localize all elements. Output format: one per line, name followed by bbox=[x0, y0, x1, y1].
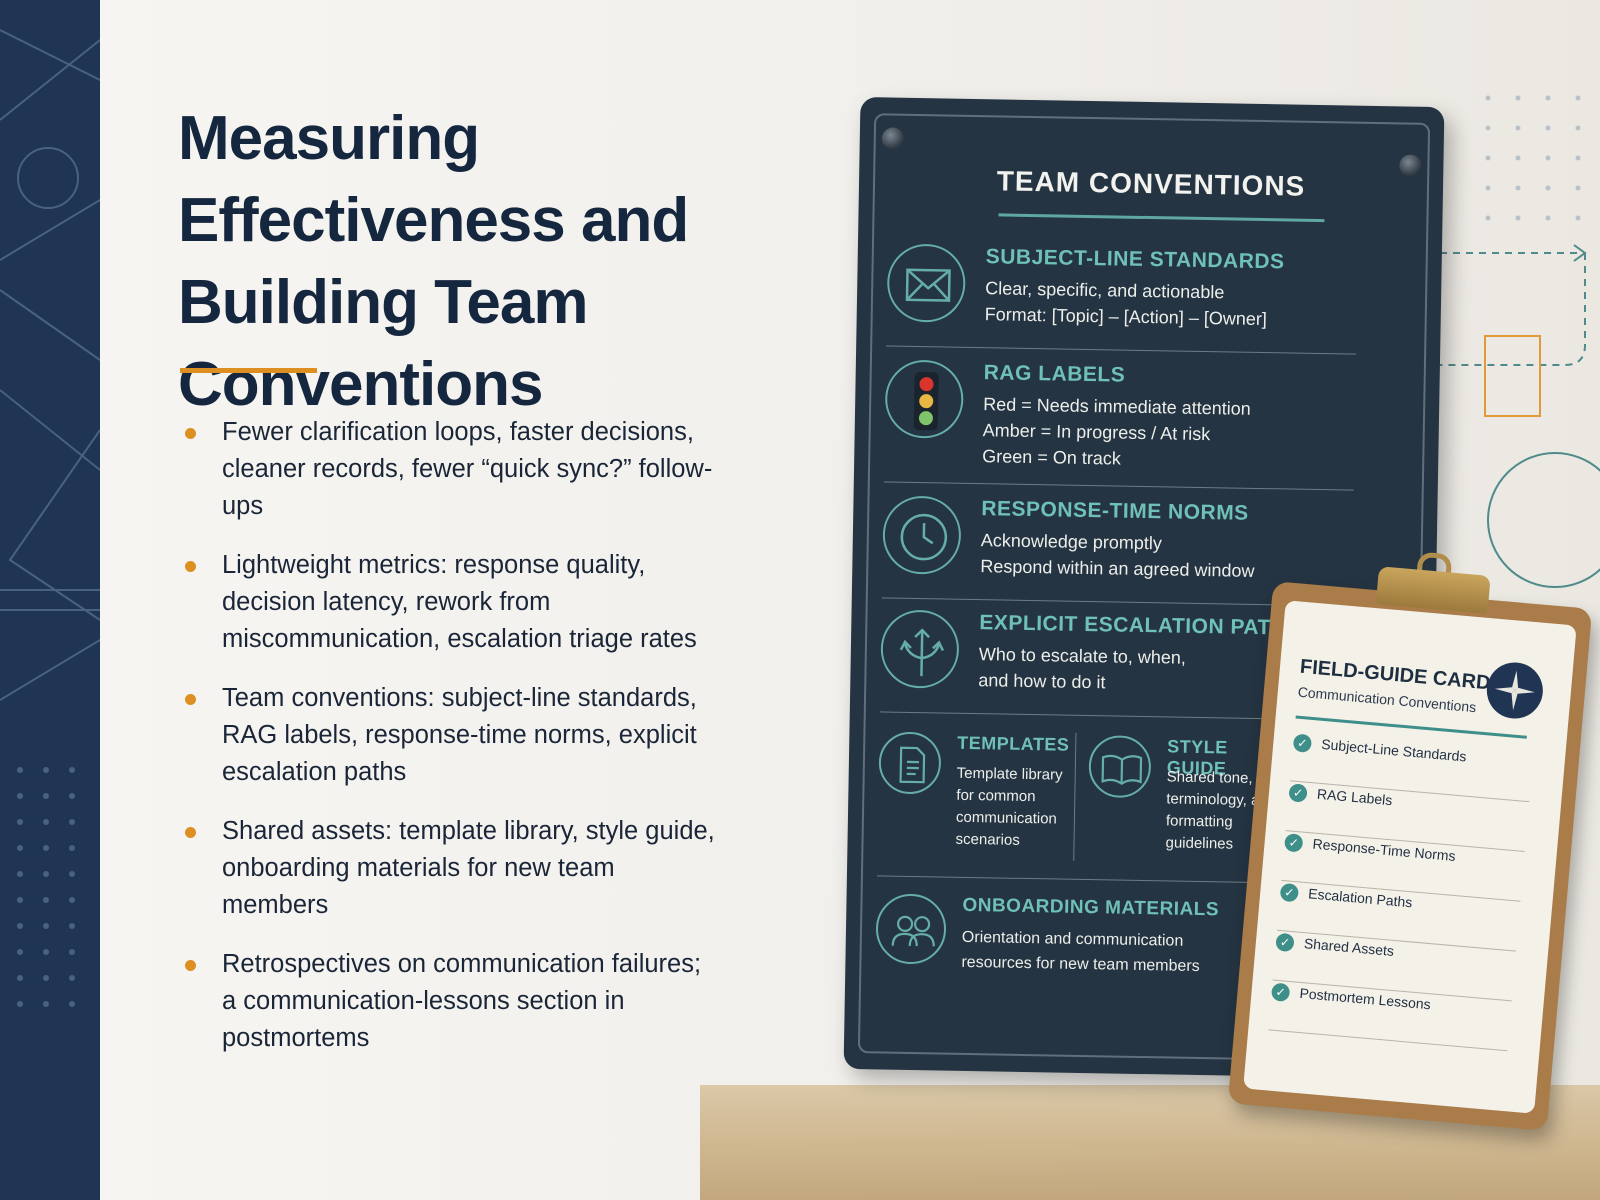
section-line: Template library bbox=[956, 764, 1063, 784]
bullet-dot-icon bbox=[185, 694, 196, 705]
section-heading: RAG LABELS bbox=[983, 361, 1126, 387]
bullet-dot-icon bbox=[185, 428, 196, 439]
section-heading: ONBOARDING MATERIALS bbox=[962, 894, 1220, 921]
board-section-escalation: EXPLICIT ESCALATION PATHS Who to escalat… bbox=[880, 609, 1352, 709]
check-icon: ✓ bbox=[1283, 833, 1304, 853]
bullet-item: Fewer clarification loops, faster decisi… bbox=[180, 414, 720, 525]
bullet-text: Fewer clarification loops, faster decisi… bbox=[222, 418, 713, 520]
section-line: Green = On track bbox=[982, 446, 1121, 469]
bullet-item: Team conventions: subject-line standards… bbox=[180, 680, 720, 791]
bullet-item: Lightweight metrics: response quality, d… bbox=[180, 547, 720, 658]
check-icon: ✓ bbox=[1292, 733, 1313, 753]
field-guide-clipboard: FIELD-GUIDE CARD Communication Conventio… bbox=[1227, 551, 1593, 1131]
board-section-rag-labels: RAG LABELS Red = Needs immediate attenti… bbox=[884, 359, 1356, 479]
section-heading: RESPONSE-TIME NORMS bbox=[981, 497, 1249, 525]
section-line: Respond within an agreed window bbox=[980, 556, 1255, 581]
section-line: scenarios bbox=[955, 830, 1020, 849]
card-item-label: Subject-Line Standards bbox=[1320, 735, 1468, 765]
bullet-text: Shared assets: template library, style g… bbox=[222, 817, 715, 919]
bullet-dot-icon bbox=[185, 960, 196, 971]
bullet-text: Retrospectives on communication failures… bbox=[222, 950, 702, 1052]
envelope-icon bbox=[886, 243, 966, 323]
section-body: Clear, specific, and actionable Format: … bbox=[985, 275, 1366, 334]
document-icon bbox=[878, 731, 942, 795]
title-underline bbox=[180, 368, 317, 373]
check-icon: ✓ bbox=[1275, 932, 1295, 953]
check-icon: ✓ bbox=[1288, 783, 1308, 803]
section-body: Template library for common communicatio… bbox=[955, 763, 1077, 853]
check-icon: ✓ bbox=[1270, 982, 1291, 1002]
bullet-item: Retrospectives on communication failures… bbox=[180, 946, 720, 1057]
clock-icon bbox=[882, 495, 962, 575]
bullet-dot-icon bbox=[185, 561, 196, 572]
traffic-light-icon bbox=[884, 359, 964, 439]
section-heading: TEMPLATES bbox=[957, 732, 1070, 755]
section-heading: SUBJECT-LINE STANDARDS bbox=[985, 245, 1285, 274]
left-decorative-band bbox=[0, 0, 100, 1200]
split-arrows-icon bbox=[880, 609, 960, 689]
compass-icon bbox=[1484, 660, 1546, 721]
section-heading: EXPLICIT ESCALATION PATHS bbox=[979, 611, 1302, 640]
board-section-style-guide: STYLE GUIDE Shared tone, terminology, an… bbox=[1087, 735, 1289, 868]
board-section-onboarding: ONBOARDING MATERIALS Orientation and com… bbox=[875, 893, 1346, 981]
section-line: for common bbox=[956, 786, 1036, 806]
card-paper: FIELD-GUIDE CARD Communication Conventio… bbox=[1243, 600, 1577, 1114]
bullet-text: Team conventions: subject-line standards… bbox=[222, 684, 697, 786]
slide-title: Measuring Effectiveness and Building Tea… bbox=[178, 104, 689, 419]
people-icon bbox=[875, 893, 947, 965]
section-line: Format: [Topic] – [Action] – [Owner] bbox=[984, 304, 1267, 330]
bullet-item: Shared assets: template library, style g… bbox=[180, 813, 720, 924]
check-icon: ✓ bbox=[1279, 882, 1300, 903]
bullet-dot-icon bbox=[185, 827, 196, 838]
section-body: Red = Needs immediate attention Amber = … bbox=[982, 391, 1363, 476]
board-section-subject-line: SUBJECT-LINE STANDARDS Clear, specific, … bbox=[886, 243, 1357, 341]
board-section-templates: TEMPLATES Template library for common co… bbox=[877, 731, 1079, 864]
section-line: communication bbox=[955, 808, 1057, 828]
bullet-text: Lightweight metrics: response quality, d… bbox=[222, 551, 697, 653]
band-line-art bbox=[0, 29, 100, 1007]
team-conventions-board: TEAM CONVENTIONS SUBJECT-LINE STANDARDS … bbox=[843, 96, 1445, 1080]
bullet-list: Fewer clarification loops, faster decisi… bbox=[180, 414, 720, 1079]
open-book-icon bbox=[1088, 735, 1152, 799]
card-item-label: RAG Labels bbox=[1316, 785, 1393, 809]
section-body: Acknowledge promptly Respond within an a… bbox=[980, 527, 1361, 586]
board-section-response-time: RESPONSE-TIME NORMS Acknowledge promptly… bbox=[882, 495, 1354, 595]
